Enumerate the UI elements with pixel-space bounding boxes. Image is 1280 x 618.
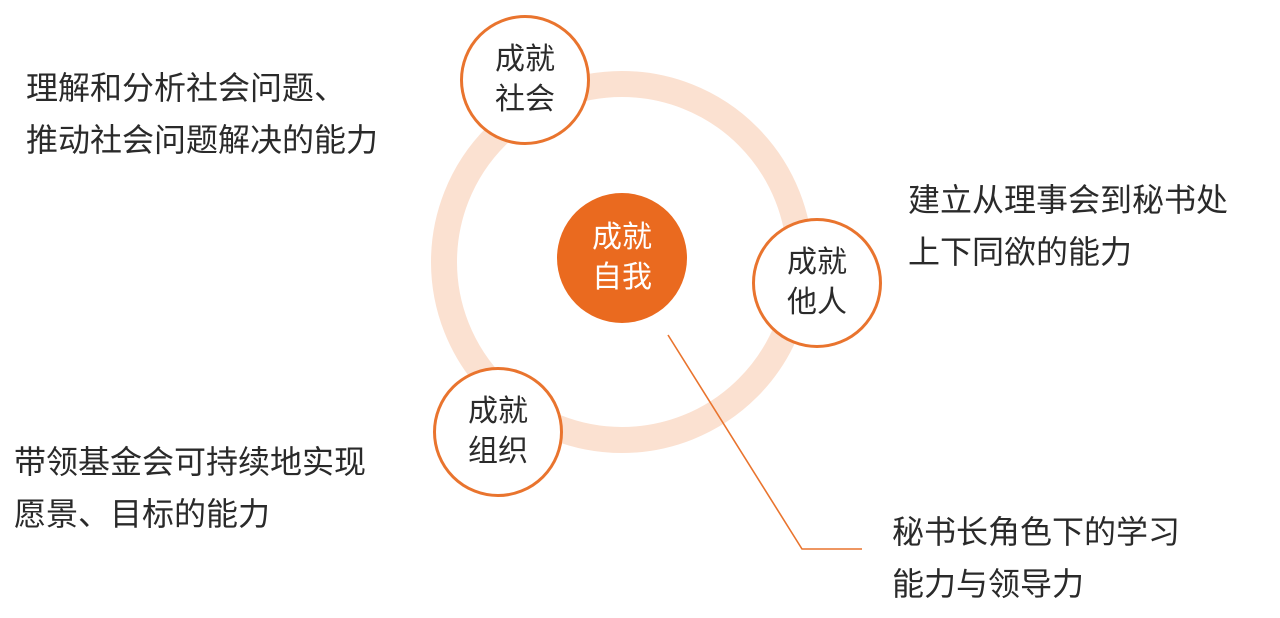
node-society-line1: 成就	[495, 42, 555, 77]
node-others-line2: 他人	[787, 285, 847, 320]
node-organization: 成就 组织	[433, 367, 563, 497]
caption-organization: 带领基金会可持续地实现 愿景、目标的能力	[14, 436, 366, 540]
caption-others-line1: 建立从理事会到秘书处	[908, 181, 1229, 219]
node-society-line2: 社会	[495, 82, 555, 117]
self-leader-line	[667, 334, 862, 550]
node-others: 成就 他人	[752, 218, 882, 348]
caption-others-line2: 上下同欲的能力	[908, 233, 1133, 271]
caption-organization-line2: 愿景、目标的能力	[14, 495, 271, 533]
node-others-line1: 成就	[787, 245, 847, 280]
node-self-line2: 自我	[592, 260, 652, 295]
caption-society: 理解和分析社会问题、 推动社会问题解决的能力	[26, 62, 378, 166]
node-organization-line1: 成就	[468, 394, 528, 429]
caption-self: 秘书长角色下的学习 能力与领导力	[892, 506, 1180, 610]
node-organization-line2: 组织	[468, 434, 528, 469]
caption-society-line2: 推动社会问题解决的能力	[26, 121, 379, 159]
caption-self-line2: 能力与领导力	[892, 565, 1085, 603]
caption-self-line1: 秘书长角色下的学习	[892, 513, 1181, 551]
node-self: 成就 自我	[557, 193, 687, 323]
node-self-line1: 成就	[592, 220, 652, 255]
node-society: 成就 社会	[460, 15, 590, 145]
caption-others: 建立从理事会到秘书处 上下同欲的能力	[908, 174, 1228, 278]
caption-society-line1: 理解和分析社会问题、	[26, 69, 347, 107]
caption-organization-line1: 带领基金会可持续地实现	[14, 443, 367, 481]
